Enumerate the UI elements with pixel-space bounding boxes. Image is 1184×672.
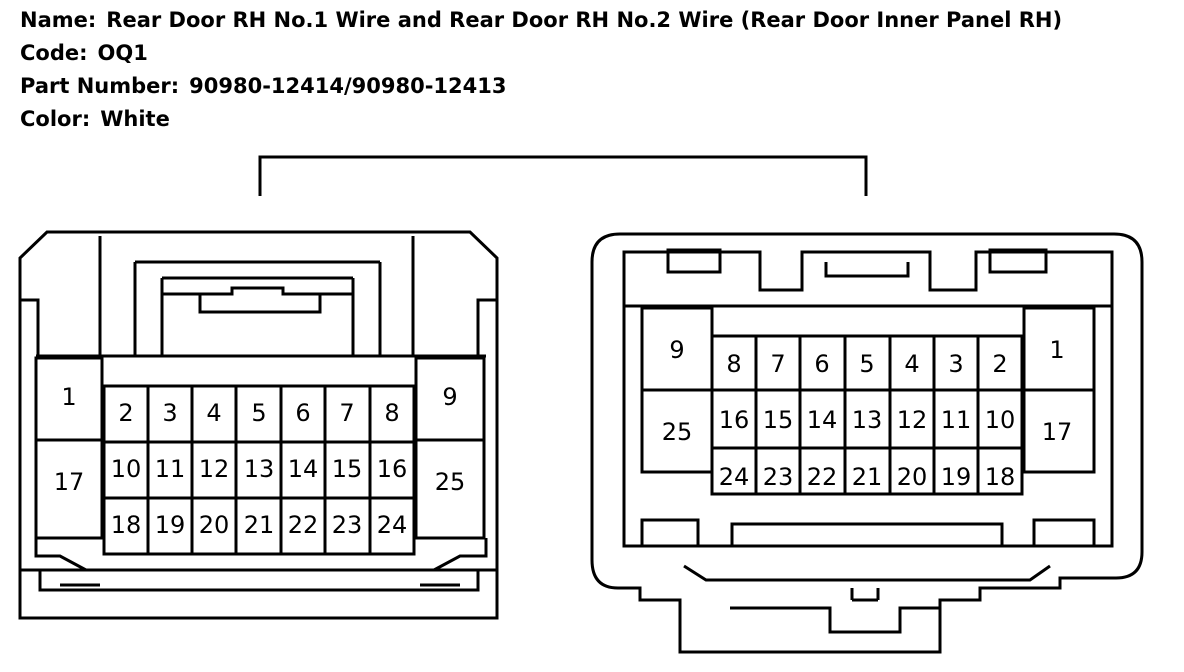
right-pin-cavity	[1022, 388, 1096, 474]
right-pin-number: 2	[992, 350, 1007, 378]
left-pin-number: 12	[199, 455, 230, 483]
name-value: Rear Door RH No.1 Wire and Rear Door RH …	[106, 8, 1063, 32]
left-pin-grid-frame	[102, 384, 416, 556]
left-pin-number: 14	[288, 455, 319, 483]
right-connector-bottom-slot	[640, 518, 700, 548]
right-pin-number: 21	[852, 463, 883, 491]
right-pin-number: 12	[897, 406, 928, 434]
right-pin-number: 5	[859, 350, 874, 378]
right-pin-number: 7	[770, 350, 785, 378]
right-pin-grid-lines	[712, 336, 1022, 494]
right-connector-top-slot	[988, 248, 1048, 274]
color-row: Color: White	[20, 107, 170, 131]
left-pin-number: 5	[251, 399, 266, 427]
right-pin-number: 1	[1049, 336, 1064, 364]
left-pin-number: 21	[244, 511, 275, 539]
part-number-label: Part Number:	[20, 74, 180, 98]
right-pin-number: 8	[726, 350, 741, 378]
left-pin-number: 19	[155, 511, 186, 539]
left-pin-number: 13	[244, 455, 275, 483]
left-pin-number: 17	[54, 468, 85, 496]
left-connector-bottom-rail	[20, 568, 497, 592]
left-pin-number: 7	[339, 399, 354, 427]
left-pin-grid	[102, 384, 416, 556]
left-connector	[18, 230, 499, 620]
left-pin-number: 25	[435, 468, 466, 496]
right-pin-number: 16	[719, 406, 750, 434]
right-pin-number: 23	[763, 463, 794, 491]
connector-name-row: Name: Rear Door RH No.1 Wire and Rear Doo…	[20, 8, 1062, 32]
left-pin-number: 22	[288, 511, 319, 539]
right-pin-grid-frame	[710, 334, 1024, 496]
part-number-value: 90980-12414/90980-12413	[189, 74, 507, 98]
left-connector-latch-inner	[160, 276, 355, 356]
color-label: Color:	[20, 107, 91, 131]
right-connector-top-rail	[622, 250, 1114, 306]
right-pin-number: 15	[763, 406, 794, 434]
code-value: OQ1	[97, 41, 148, 65]
right-pin-number: 17	[1042, 418, 1073, 446]
right-pin-number: 11	[941, 406, 972, 434]
color-value: White	[100, 107, 170, 131]
right-pin-number: 22	[807, 463, 838, 491]
left-pin-number: 10	[111, 455, 142, 483]
right-pin-number: 14	[807, 406, 838, 434]
left-pin-number: 20	[199, 511, 230, 539]
right-pin-number: 3	[948, 350, 963, 378]
right-connector-top-key	[824, 262, 910, 278]
name-label: Name:	[20, 8, 97, 32]
right-connector-top-slot	[666, 248, 722, 274]
right-pin-number: 20	[897, 463, 928, 491]
right-pin-number: 24	[719, 463, 750, 491]
connector-code-row: Code: OQ1	[20, 41, 148, 65]
left-pin-number: 16	[377, 455, 408, 483]
right-pin-number: 19	[941, 463, 972, 491]
view-bracket	[258, 155, 868, 196]
left-pin-labels: 1 17 2 3 4 5 6 7 8 10 11 12 13 14 15 16 …	[54, 383, 466, 539]
left-pin-number: 1	[61, 383, 76, 411]
left-pin-cavity	[414, 438, 486, 540]
left-pin-number: 8	[384, 399, 399, 427]
left-connector-latch	[98, 236, 415, 356]
left-pin-grid-lines	[104, 386, 414, 554]
right-pin-number: 25	[662, 418, 693, 446]
right-pin-number: 6	[814, 350, 829, 378]
right-pin-number: 18	[985, 463, 1016, 491]
left-pin-number: 15	[332, 455, 363, 483]
left-pin-cavity	[34, 438, 104, 540]
right-connector-bottom-skirt	[683, 564, 1051, 634]
left-pin-number: 2	[118, 399, 133, 427]
right-connector-bottom-slot	[1032, 518, 1096, 548]
left-pin-number: 11	[155, 455, 186, 483]
right-pin-number: 10	[985, 406, 1016, 434]
left-pin-number: 18	[111, 511, 142, 539]
left-pin-number: 4	[206, 399, 221, 427]
left-connector-bottom-corner	[34, 538, 488, 572]
left-pin-number: 9	[442, 383, 457, 411]
right-pin-labels: 9 25 8 7 6 5 4 3 2 16 15 14 13 12 11 10 …	[662, 336, 1073, 491]
right-pin-number: 4	[904, 350, 919, 378]
right-connector-outline	[590, 232, 1144, 654]
left-pin-number: 23	[332, 511, 363, 539]
left-pin-number: 24	[377, 511, 408, 539]
code-label: Code:	[20, 41, 88, 65]
part-number-row: Part Number: 90980-12414/90980-12413	[20, 74, 506, 98]
right-connector	[590, 232, 1144, 654]
left-connector-outline	[18, 230, 499, 620]
left-pin-number: 3	[162, 399, 177, 427]
left-connector-side-notch	[20, 298, 497, 356]
right-pin-number: 9	[669, 336, 684, 364]
right-pin-grid	[710, 334, 1024, 496]
right-connector-bottom-bar	[730, 522, 1004, 548]
right-pin-number: 13	[852, 406, 883, 434]
left-pin-number: 6	[295, 399, 310, 427]
